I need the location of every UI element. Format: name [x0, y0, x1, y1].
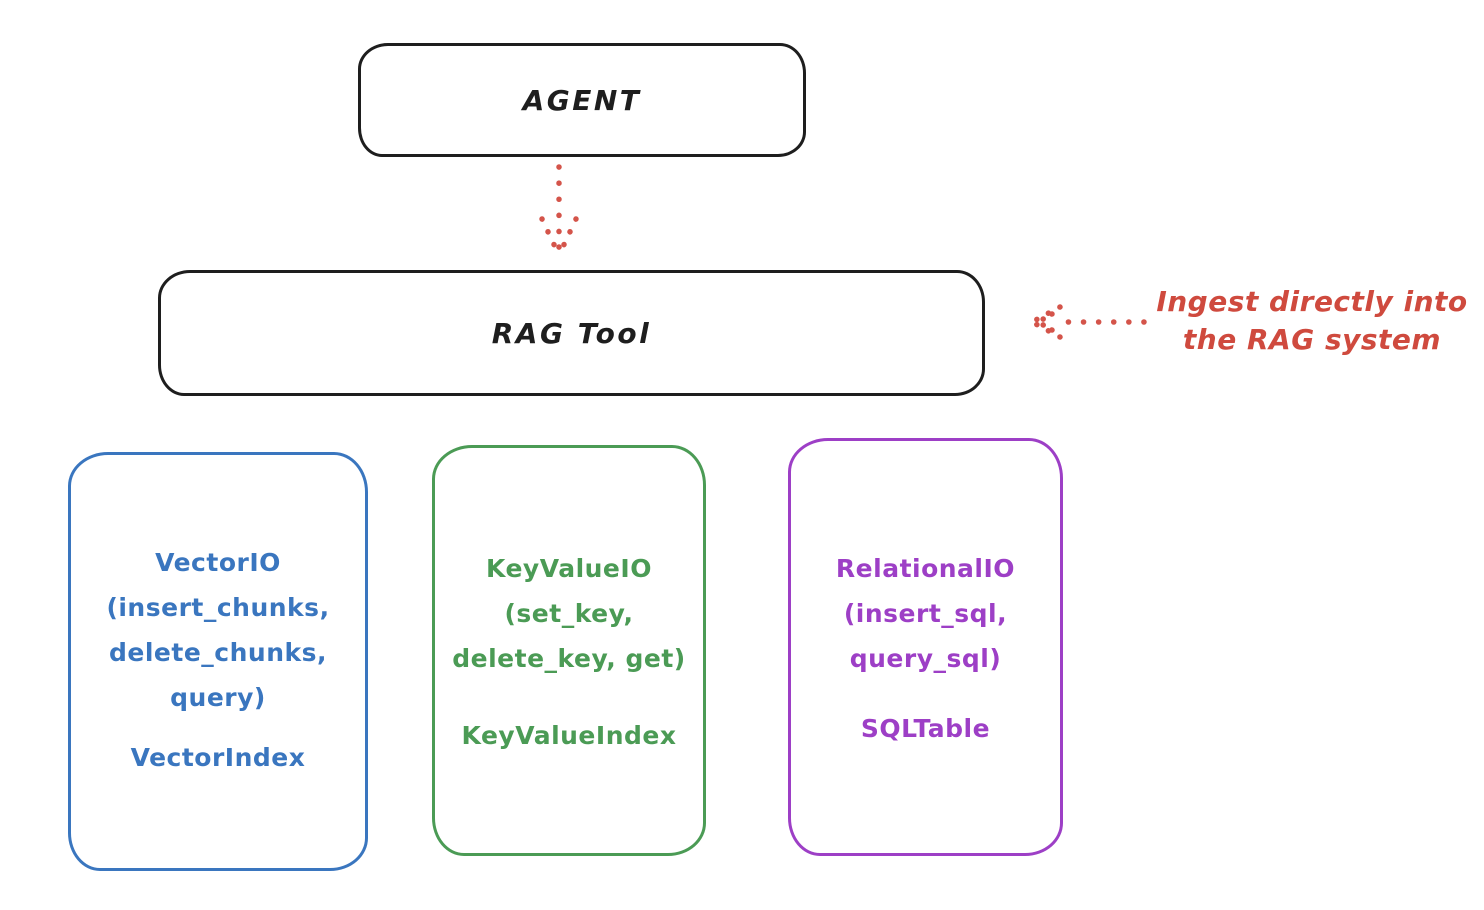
keyvalueio-node: KeyValueIO (set_key, delete_key, get) Ke… — [432, 445, 706, 856]
vectorio-methods-line2: delete_chunks, — [109, 638, 327, 667]
relationalio-text: RelationalIO (insert_sql, query_sql) SQL… — [791, 441, 1060, 751]
sqltable-label: SQLTable — [860, 714, 991, 743]
vectorindex-label: VectorIndex — [130, 743, 306, 772]
agent-label: AGENT — [522, 83, 642, 117]
vectorio-methods-line1: (insert_chunks, — [106, 593, 330, 622]
vectorio-node: VectorIO (insert_chunks, delete_chunks, … — [68, 452, 368, 871]
relationalio-title: RelationalIO — [835, 554, 1016, 583]
rag-tool-node: RAG Tool — [158, 270, 985, 396]
ingest-annotation-line2: the RAG system — [1182, 323, 1442, 356]
relationalio-methods-line1: (insert_sql, — [843, 599, 1008, 628]
vectorio-title: VectorIO — [155, 548, 281, 577]
vectorio-methods-line3: query) — [170, 683, 266, 712]
vectorio-text: VectorIO (insert_chunks, delete_chunks, … — [71, 455, 365, 780]
ingest-annotation-line1: Ingest directly into — [1156, 285, 1468, 318]
agent-node: AGENT — [358, 43, 806, 157]
ingest-annotation: Ingest directly into the RAG system — [1140, 283, 1484, 359]
rag-tool-label: RAG Tool — [491, 316, 652, 350]
keyvalueio-text: KeyValueIO (set_key, delete_key, get) Ke… — [435, 448, 703, 758]
keyvalueindex-label: KeyValueIndex — [461, 721, 677, 750]
relationalio-methods-line2: query_sql) — [849, 644, 1002, 673]
keyvalueio-methods-line1: (set_key, — [504, 599, 634, 628]
agent-to-ragtool-dotted-arrow-icon — [539, 164, 579, 259]
keyvalueio-methods-line2: delete_key, get) — [452, 644, 686, 673]
keyvalueio-title: KeyValueIO — [486, 554, 652, 583]
relationalio-node: RelationalIO (insert_sql, query_sql) SQL… — [788, 438, 1063, 856]
ingest-dotted-left-arrow-icon — [1029, 304, 1147, 340]
